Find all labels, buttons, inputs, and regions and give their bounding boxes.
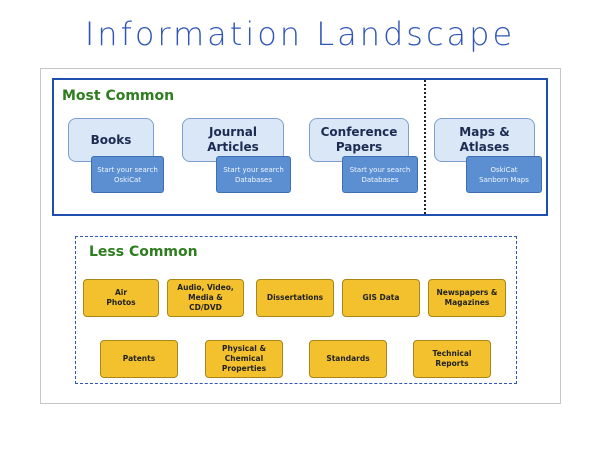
maps-atlases-search-label: OskiCat Sanborn Maps: [479, 165, 529, 184]
page-title: Information Landscape: [84, 15, 516, 53]
books-search-label: Start your search OskiCat: [97, 165, 158, 184]
dissertations-box: Dissertations: [256, 279, 334, 317]
books-box: Books: [68, 118, 154, 162]
standards-box: Standards: [309, 340, 387, 378]
audio-video-media-box: Audio, Video, Media & CD/DVD: [167, 279, 244, 317]
journal-articles-search-box: Start your search Databases: [216, 156, 291, 193]
conference-papers-label: Conference Papers: [320, 125, 398, 154]
conference-papers-search-box: Start your search Databases: [342, 156, 418, 193]
most-common-section: [52, 78, 548, 216]
air-photos-box: Air Photos: [83, 279, 159, 317]
maps-atlases-box: Maps & Atlases: [434, 118, 535, 162]
less-common-label: Less Common: [89, 244, 198, 260]
journal-articles-label: Journal Articles: [207, 125, 259, 154]
gis-data-box: GIS Data: [342, 279, 420, 317]
patents-box: Patents: [100, 340, 178, 378]
journal-articles-search-label: Start your search Databases: [223, 165, 284, 184]
maps-atlases-label: Maps & Atlases: [459, 125, 510, 154]
technical-reports-box: Technical Reports: [413, 340, 491, 378]
most-common-label: Most Common: [62, 88, 175, 104]
less-common-section: [75, 236, 517, 384]
newspapers-magazines-box: Newspapers & Magazines: [428, 279, 506, 317]
conference-papers-box: Conference Papers: [309, 118, 409, 162]
physical-chemical-properties-box: Physical & Chemical Properties: [205, 340, 283, 378]
books-label: Books: [90, 132, 132, 147]
maps-atlases-search-box: OskiCat Sanborn Maps: [466, 156, 542, 193]
books-search-box: Start your search OskiCat: [91, 156, 164, 193]
journal-articles-box: Journal Articles: [182, 118, 284, 162]
dotted-divider: [424, 80, 426, 214]
conference-papers-search-label: Start your search Databases: [349, 165, 411, 184]
